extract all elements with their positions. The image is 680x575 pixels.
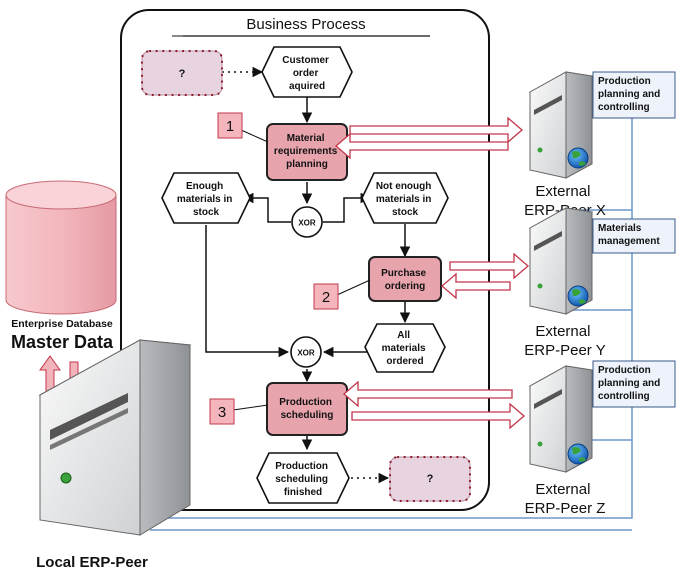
external-peer-label: ERP-Peer Y xyxy=(524,342,605,359)
event-text-line: stock xyxy=(392,207,419,218)
external-peer-x: Production planning and controlling Exte… xyxy=(524,71,676,219)
service-text-line: controlling xyxy=(598,102,650,113)
xor-split-label: XOR xyxy=(298,219,316,228)
event-text-line: finished xyxy=(284,487,322,498)
svg-text:Materials management: Materials management xyxy=(598,223,660,247)
unknown-successor: ? xyxy=(388,455,472,503)
unknown-predecessor-label: ? xyxy=(179,68,186,80)
function-text-line: planning xyxy=(286,159,328,170)
function-text-line: scheduling xyxy=(281,410,334,421)
globe-icon xyxy=(567,147,589,169)
globe-icon xyxy=(567,285,589,307)
service-box-materials-management xyxy=(592,218,676,254)
step-number: 1 xyxy=(226,118,234,135)
event-not-enough-materials-in-stock: Not enough materials in stock xyxy=(361,172,449,224)
function-material-requirements-planning: Material requirements planning xyxy=(266,123,348,181)
step-marker-1: 1 xyxy=(217,112,269,143)
svg-text:External ERP-Peer Z: External ERP-Peer Z xyxy=(525,481,606,517)
service-text-line: planning and xyxy=(598,378,660,389)
event-production-scheduling-finished: Production scheduling finished xyxy=(256,452,350,504)
exchange-arrow-2-in xyxy=(441,272,511,300)
function-text-line: Material xyxy=(287,133,325,144)
event-text-line: materials in xyxy=(177,194,233,205)
database-caption: Enterprise Database xyxy=(11,318,113,330)
xor-join-label: XOR xyxy=(297,349,315,358)
function-production-scheduling: Production scheduling xyxy=(266,382,348,436)
external-peer-label: External xyxy=(535,323,590,340)
step-marker-3: 3 xyxy=(209,398,269,425)
event-text-line: aquired xyxy=(289,81,325,92)
event-text-line: stock xyxy=(193,207,220,218)
event-text-line: Production xyxy=(275,461,328,472)
event-text-line: materials xyxy=(382,343,426,354)
svg-text:Material requirements: Material requirements planning xyxy=(274,133,340,170)
xor-split-connector: XOR xyxy=(291,206,323,238)
local-erp-peer-server: Local ERP-Peer xyxy=(36,339,192,571)
function-text-line: ordering xyxy=(385,281,426,292)
service-text-line: Production xyxy=(598,76,651,87)
event-text-line: Not enough xyxy=(376,181,432,192)
step-number: 2 xyxy=(322,289,330,306)
external-peer-z: Production planning and controlling Exte… xyxy=(525,360,676,517)
step-number: 3 xyxy=(218,404,226,421)
svg-text:Production planning and: Production planning and controlling xyxy=(598,76,663,113)
event-text-line: Customer xyxy=(282,55,329,66)
exchange-arrow-3-out xyxy=(351,402,525,430)
external-peer-label: External xyxy=(535,183,590,200)
external-peer-label: ERP-Peer Z xyxy=(525,500,606,517)
service-box-production-planning xyxy=(592,71,676,119)
step-marker-2: 2 xyxy=(313,279,371,310)
service-text-line: Production xyxy=(598,365,651,376)
event-all-materials-ordered: All materials ordered xyxy=(364,323,446,373)
function-text-line: Production xyxy=(279,397,332,408)
svg-text:External ERP-Peer Y: External ERP-Peer Y xyxy=(524,323,605,359)
event-enough-materials-in-stock: Enough materials in stock xyxy=(161,172,251,224)
business-process-title: Business Process xyxy=(246,16,365,33)
event-text-line: scheduling xyxy=(275,474,328,485)
business-process-frame: Business Process xyxy=(120,9,490,511)
flow-arrows xyxy=(205,66,411,484)
local-erp-peer-label: Local ERP-Peer xyxy=(36,554,148,571)
external-peer-label: External xyxy=(535,481,590,498)
service-text-line: planning and xyxy=(598,89,660,100)
exchange-arrow-2-out xyxy=(449,252,529,280)
exchange-arrow-1-out xyxy=(349,116,523,144)
master-data-database: Enterprise Database Master Data xyxy=(5,180,117,352)
svg-text:Production planning and: Production planning and controlling xyxy=(598,365,663,402)
svg-text:Not enough materials in: Not enough materials in stock xyxy=(376,181,434,218)
service-text-line: controlling xyxy=(598,391,650,402)
external-peer-y: Materials management External ERP-Peer Y xyxy=(524,207,676,359)
exchange-arrow-1-in xyxy=(335,132,509,160)
svg-text:Customer order aqu: Customer order aquired xyxy=(282,55,331,92)
event-text-line: Enough xyxy=(186,181,223,192)
globe-icon xyxy=(567,443,589,465)
event-text-line: order xyxy=(293,68,319,79)
svg-text:Purchase ordering: Purchase ordering xyxy=(381,268,429,292)
exchange-arrows xyxy=(335,116,529,430)
unknown-predecessor: ? xyxy=(140,49,224,97)
event-text-line: ordered xyxy=(386,356,423,367)
service-text-line: management xyxy=(598,236,660,247)
function-text-line: requirements xyxy=(274,146,338,157)
event-customer-order-acquired: Customer order aquired xyxy=(261,46,353,98)
database-name: Master Data xyxy=(11,332,114,352)
svg-text:Production scheduling: Production scheduling xyxy=(279,397,335,421)
service-text-line: Materials xyxy=(598,223,642,234)
xor-join-connector: XOR xyxy=(290,336,322,368)
function-purchase-ordering: Purchase ordering xyxy=(368,256,442,302)
unknown-successor-label: ? xyxy=(427,473,434,485)
event-text-line: materials in xyxy=(376,194,432,205)
svg-text:All materials orde: All materials ordered xyxy=(382,330,429,367)
service-box-production-planning xyxy=(592,360,676,408)
event-text-line: All xyxy=(397,330,410,341)
svg-text:Production scheduling: Production scheduling finished xyxy=(275,461,331,498)
function-text-line: Purchase xyxy=(381,268,426,279)
exchange-arrow-3-in xyxy=(343,380,513,408)
svg-text:Enough materials in: Enough materials in stock xyxy=(177,181,235,218)
